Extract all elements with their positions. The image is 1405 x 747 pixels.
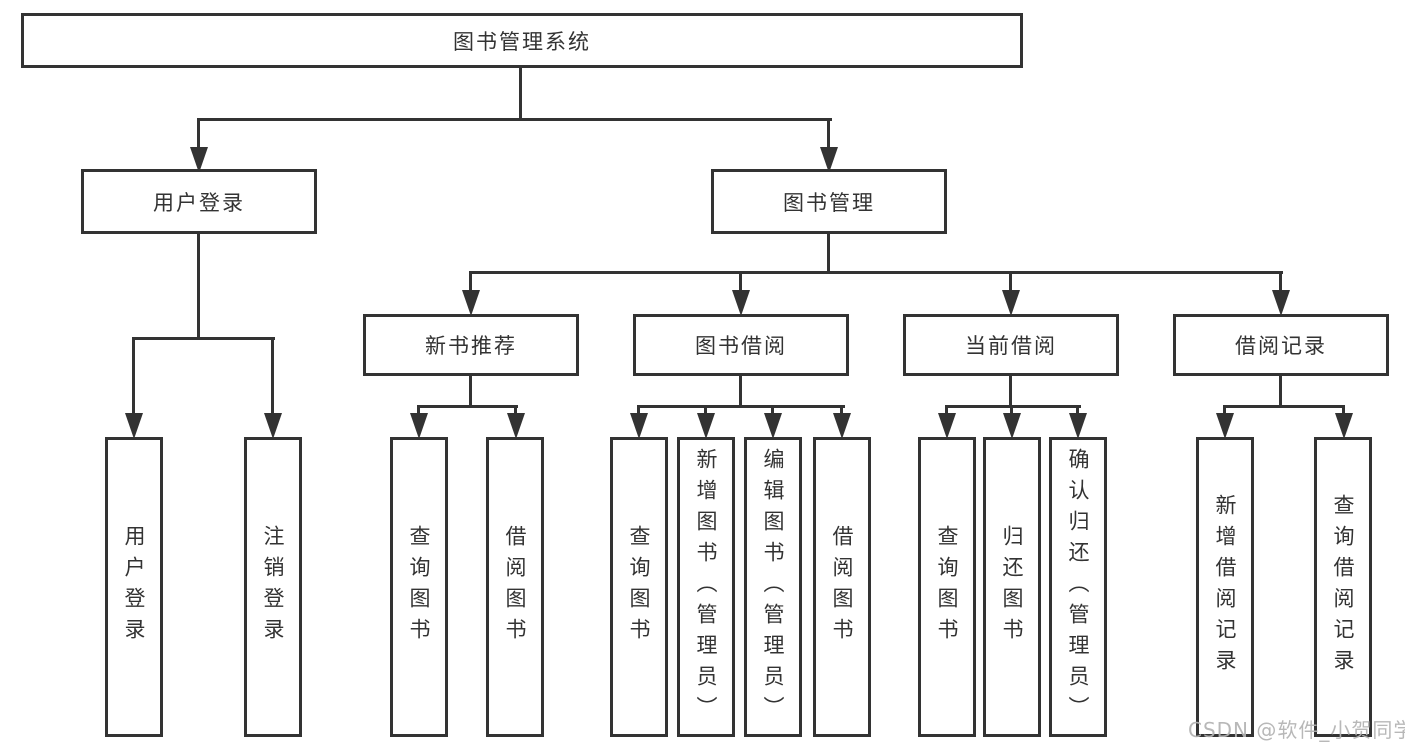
leaf-query-book-current-box: 查询图书 (918, 437, 976, 737)
leaf-confirm-return-admin-box: 确认归还（管理员） (1049, 437, 1107, 737)
leaf-query-book-recommend-box: 查询图书 (390, 437, 448, 737)
connector-line (704, 405, 707, 415)
connector-line (945, 405, 1081, 408)
leaf-logout-label: 注销登录 (261, 525, 285, 649)
connector-line (1279, 376, 1282, 408)
connector-line (197, 234, 200, 339)
node-new-book-recommend-box: 新书推荐 (363, 314, 579, 376)
connector-line (132, 337, 275, 340)
connector-line (197, 118, 832, 121)
leaf-return-book-box: 归还图书 (983, 437, 1041, 737)
leaf-user-login-label: 用户登录 (122, 525, 146, 649)
connector-line (469, 271, 472, 294)
leaf-query-borrow-record-label: 查询借阅记录 (1331, 494, 1355, 680)
connector-line (469, 376, 472, 408)
node-book-management-label: 图书管理 (783, 190, 875, 215)
leaf-borrow-book-recommend-label: 借阅图书 (503, 525, 527, 649)
connector-line (739, 376, 742, 408)
arrow-down-icon (462, 290, 480, 316)
leaf-borrow-book-recommend-box: 借阅图书 (486, 437, 544, 737)
arrow-down-icon (125, 413, 143, 439)
connector-line (271, 337, 274, 417)
node-root-label: 图书管理系统 (453, 29, 591, 54)
node-new-book-recommend-label: 新书推荐 (425, 334, 517, 358)
connector-line (1010, 405, 1013, 415)
node-root-box: 图书管理系统 (21, 13, 1023, 68)
node-current-borrow-box: 当前借阅 (903, 314, 1119, 376)
arrow-down-icon (1069, 413, 1087, 439)
leaf-confirm-return-admin-label: 确认归还（管理员） (1066, 447, 1090, 727)
connector-line (1342, 405, 1345, 415)
arrow-down-icon (938, 413, 956, 439)
arrow-down-icon (764, 413, 782, 439)
leaf-borrow-book-borrow-label: 借阅图书 (830, 525, 854, 649)
connector-line (1279, 271, 1282, 294)
arrow-down-icon (1003, 413, 1021, 439)
connector-line (637, 405, 640, 415)
csdn-watermark: CSDN @软件_小贺同学 (1188, 718, 1405, 742)
arrow-down-icon (410, 413, 428, 439)
leaf-logout-box: 注销登录 (244, 437, 302, 737)
arrow-down-icon (833, 413, 851, 439)
arrow-down-icon (630, 413, 648, 439)
arrow-down-icon (264, 413, 282, 439)
leaf-return-book-label: 归还图书 (1000, 525, 1024, 649)
connector-line (1223, 405, 1226, 415)
connector-line (827, 234, 830, 274)
arrow-down-icon (1335, 413, 1353, 439)
leaf-add-book-admin-box: 新增图书（管理员） (677, 437, 735, 737)
connector-line (469, 271, 1283, 274)
node-user-login-box: 用户登录 (81, 169, 317, 234)
connector-line (771, 405, 774, 415)
node-book-management-box: 图书管理 (711, 169, 947, 234)
arrow-down-icon (697, 413, 715, 439)
connector-line (1009, 271, 1012, 294)
arrow-down-icon (190, 147, 208, 173)
connector-line (417, 405, 420, 415)
connector-line (1223, 405, 1345, 408)
leaf-add-book-admin-label: 新增图书（管理员） (694, 447, 718, 727)
arrow-down-icon (1002, 290, 1020, 316)
connector-line (519, 68, 522, 118)
leaf-edit-book-admin-label: 编辑图书（管理员） (761, 447, 785, 727)
connector-line (514, 405, 517, 415)
leaf-borrow-book-borrow-box: 借阅图书 (813, 437, 871, 737)
leaf-query-book-borrow-label: 查询图书 (627, 525, 651, 649)
arrow-down-icon (820, 147, 838, 173)
node-borrow-record-label: 借阅记录 (1235, 334, 1327, 358)
connector-line (945, 405, 948, 415)
leaf-query-book-current-label: 查询图书 (935, 525, 959, 649)
arrow-down-icon (507, 413, 525, 439)
connector-line (197, 118, 200, 149)
leaf-add-borrow-record-box: 新增借阅记录 (1196, 437, 1254, 737)
node-user-login-label: 用户登录 (153, 190, 245, 215)
connector-line (840, 405, 843, 415)
leaf-user-login-box: 用户登录 (105, 437, 163, 737)
node-book-borrow-box: 图书借阅 (633, 314, 849, 376)
leaf-add-borrow-record-label: 新增借阅记录 (1213, 494, 1237, 680)
leaf-query-book-borrow-box: 查询图书 (610, 437, 668, 737)
arrow-down-icon (732, 290, 750, 316)
connector-line (1009, 376, 1012, 408)
leaf-query-borrow-record-box: 查询借阅记录 (1314, 437, 1372, 737)
connector-line (827, 118, 830, 149)
node-borrow-record-box: 借阅记录 (1173, 314, 1389, 376)
node-book-borrow-label: 图书借阅 (695, 334, 787, 358)
leaf-query-book-recommend-label: 查询图书 (407, 525, 431, 649)
arrow-down-icon (1272, 290, 1290, 316)
connector-line (132, 337, 135, 417)
connector-line (637, 405, 845, 408)
node-current-borrow-label: 当前借阅 (965, 334, 1057, 358)
connector-line (417, 405, 518, 408)
connector-line (1076, 405, 1079, 415)
connector-line (739, 271, 742, 294)
leaf-edit-book-admin-box: 编辑图书（管理员） (744, 437, 802, 737)
arrow-down-icon (1216, 413, 1234, 439)
